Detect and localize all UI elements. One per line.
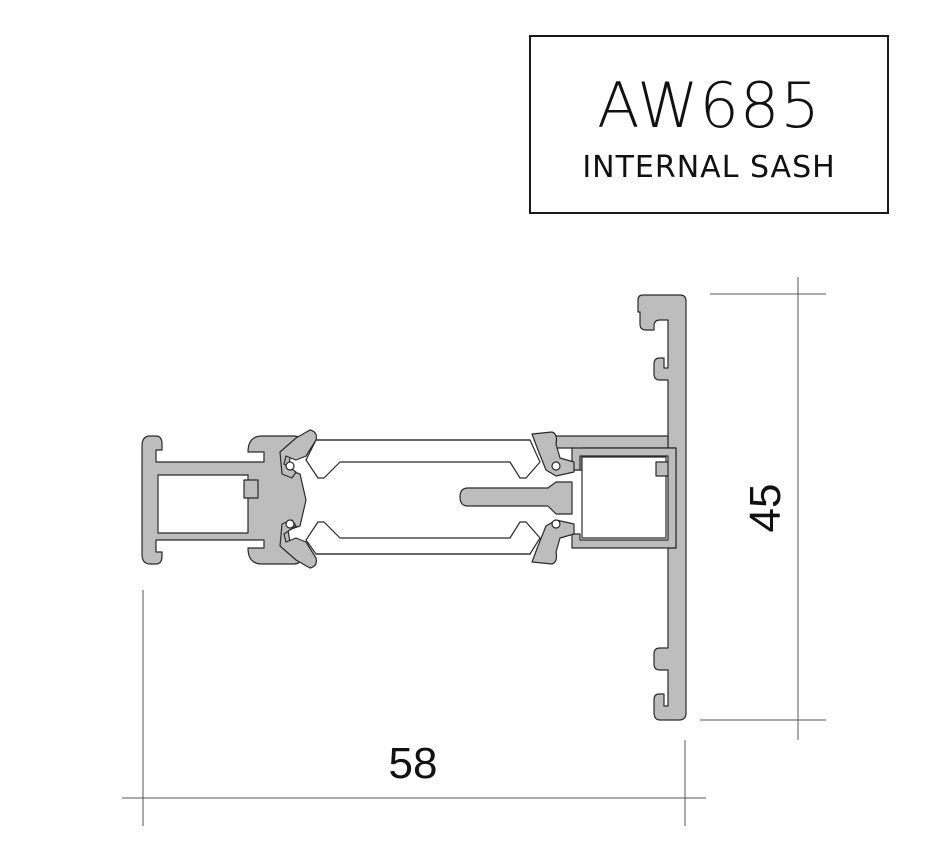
thermal-break-bottom [305,521,541,555]
left-clamp-top [279,429,317,479]
title-block: AW685 INTERNAL SASH [529,35,889,214]
right-chamber-lip [655,461,669,477]
product-code: AW685 [597,69,821,142]
left-chamber-void [157,474,249,534]
clamp-nub-left-bottom [285,519,295,529]
height-dimension-label: 45 [741,484,790,533]
product-name: INTERNAL SASH [582,150,836,185]
sash-vertical-leg [637,294,687,721]
right-clamp-top [531,431,575,477]
clamp-nub-right-bottom [551,519,561,529]
thermal-break-top [305,439,541,479]
left-chamber-lip [243,479,259,499]
clamp-nub-right-top [551,461,561,471]
width-dimension-label: 58 [389,739,438,788]
profile-section [141,294,687,721]
glazing-tongue [459,481,573,515]
dimension-lines [122,277,826,826]
right-chamber-void [581,456,667,539]
clamp-nub-left-top [285,461,295,471]
